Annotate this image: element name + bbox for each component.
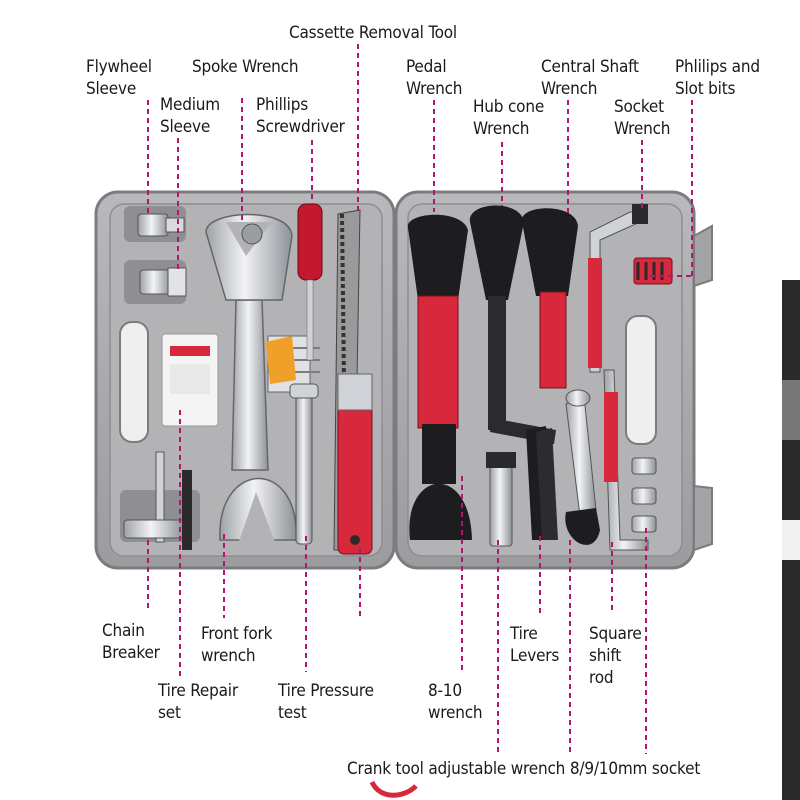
chain-breaker-tool	[123, 451, 192, 550]
phillips-and-slot-bits-tool	[633, 257, 673, 285]
label-tire-repair-set: Tire Repair set	[158, 681, 238, 723]
label-flywheel-sleeve: Flywheel Sleeve	[86, 57, 152, 99]
cassette-removal-tool	[333, 209, 373, 555]
case-handle-slot-left	[119, 321, 149, 443]
crank-tool	[486, 452, 516, 547]
label-square-shift-rod: Square shift rod	[589, 624, 642, 688]
label-phlilips-and-slot-bits: Phlilips and Slot bits	[675, 57, 760, 99]
label-tire-levers: Tire Levers	[510, 624, 560, 666]
label-tire-pressure-test: Tire Pressure test	[278, 681, 374, 723]
label-pedal-wrench: Pedal Wrench	[406, 57, 463, 99]
tire-pressure-gauge-tool	[289, 383, 319, 545]
phillips-screwdriver-tool	[297, 203, 323, 361]
tire-levers-tool	[526, 426, 558, 540]
adjacent-photo-strip	[782, 280, 800, 800]
leader-lines	[147, 44, 693, 754]
adjustable-wrench-tool	[565, 389, 600, 545]
central-shaft-wrench-tool	[521, 208, 578, 389]
label-front-fork-wrench: Front fork wrench	[201, 624, 273, 666]
label-socket-wrench: Socket Wrench	[614, 97, 671, 139]
label-8-10-wrench: 8-10 wrench	[428, 681, 483, 723]
label-chain-breaker: Chain Breaker	[102, 621, 160, 663]
red-cable-fragment	[369, 780, 418, 798]
socket-wrench-tool	[588, 204, 648, 373]
tire-repair-set-tool	[161, 333, 219, 427]
hex-keys-tool	[266, 335, 320, 393]
case-latch-top	[693, 224, 713, 288]
medium-sleeve-tool	[139, 267, 187, 297]
label-spoke-wrench: Spoke Wrench	[192, 57, 299, 77]
square-shift-rod-tool	[603, 369, 649, 551]
label-central-shaft-wrench: Central Shaft Wrench	[541, 57, 639, 99]
label-medium-sleeve: Medium Sleeve	[160, 95, 220, 137]
pedal-wrench-tool	[407, 214, 472, 540]
case-handle-slot-right	[625, 315, 657, 445]
label-phillips-screwdriver: Phillips Screwdriver	[256, 95, 345, 137]
label-cassette-removal-tool: Cassette Removal Tool	[289, 23, 457, 43]
flywheel-sleeve-tool	[137, 213, 185, 237]
label-crank-tool-adjustable-wrench-socket: Crank tool adjustable wrench 8/9/10mm so…	[347, 759, 701, 779]
front-fork-wrench-tool	[205, 213, 297, 550]
label-hub-cone-wrench: Hub cone Wrench	[473, 97, 545, 139]
sockets-8-9-10mm-tool	[631, 457, 657, 533]
case-latch-bottom	[693, 484, 713, 552]
